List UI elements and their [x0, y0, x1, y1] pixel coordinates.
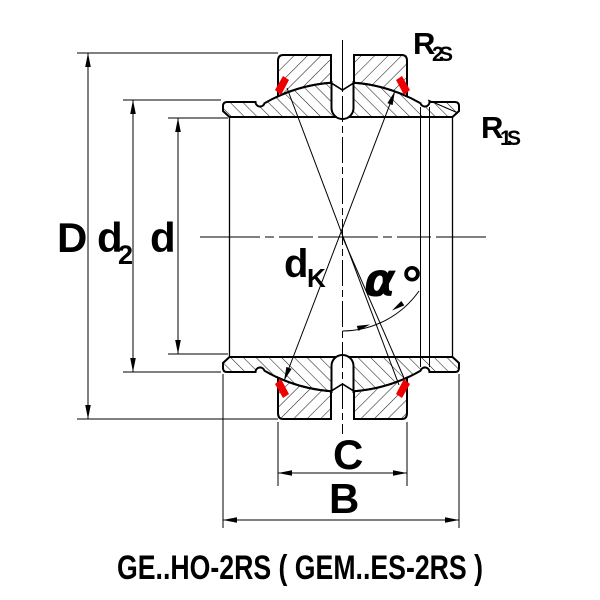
label-d: d — [150, 214, 176, 261]
seal-bottom-left — [275, 379, 289, 398]
arrow-alpha-left — [356, 324, 370, 331]
arrow-C-left — [278, 470, 292, 476]
label-dK: d K — [284, 242, 326, 293]
arrow-d2-top — [130, 100, 136, 114]
tilt-leg-line — [342, 236, 405, 379]
label-d2-main: d — [97, 214, 123, 261]
label-D: D — [57, 214, 87, 261]
seal-top-right — [396, 76, 410, 95]
dim-dK-line — [283, 90, 396, 382]
label-degree: ° — [402, 256, 422, 312]
arrow-d-bottom — [175, 340, 181, 354]
arrow-B-left — [223, 517, 237, 523]
label-R2S-main: R — [413, 26, 435, 61]
chamfer-indicator-line — [427, 99, 459, 114]
label-C: C — [333, 431, 363, 478]
label-R1S-main: R — [481, 110, 503, 145]
label-R2S-sub: 2S — [432, 43, 453, 66]
label-B: B — [329, 475, 359, 522]
arrow-D-bottom — [85, 405, 91, 419]
label-dK-main: d — [284, 242, 308, 286]
arrow-alpha-right — [392, 301, 405, 311]
label-d2-sub: 2 — [118, 240, 133, 270]
arrow-B-right — [445, 517, 459, 523]
seals — [275, 76, 410, 398]
drawing-title: GE..HO-2RS ( GEM..ES-2RS ) — [117, 549, 483, 587]
arrow-d-top — [175, 118, 181, 132]
tilt-diagonal-line — [286, 87, 400, 386]
arrow-C-right — [393, 470, 407, 476]
arrow-dK-top — [387, 91, 395, 106]
arrow-D-top — [85, 53, 91, 67]
edge-lines — [228, 99, 459, 367]
arrow-dK-bottom — [284, 366, 292, 381]
arrowheads — [85, 53, 459, 523]
label-R2S: R 2S — [413, 26, 453, 66]
label-R1S-sub: 1S — [500, 127, 521, 150]
labels: D d 2 d d K α ° R 2S R 1S C B GE..HO-2RS… — [57, 26, 521, 587]
label-alpha: α — [364, 253, 396, 307]
seal-top-left — [275, 76, 289, 95]
seal-bottom-right — [396, 379, 410, 398]
dim-alpha-arc — [342, 290, 420, 332]
arrow-d2-bottom — [130, 358, 136, 372]
label-d2: d 2 — [97, 214, 133, 270]
label-dK-sub: K — [307, 263, 326, 293]
label-R1S: R 1S — [481, 110, 521, 150]
